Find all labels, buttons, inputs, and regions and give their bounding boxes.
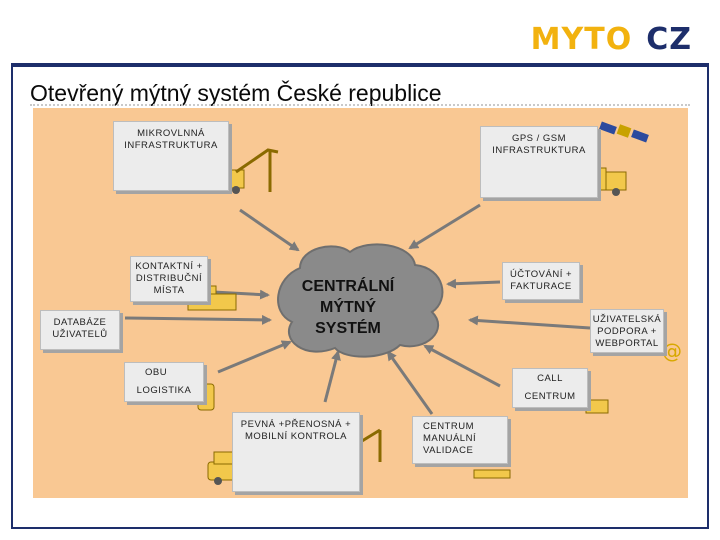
- node-billing-line1: ÚČTOVÁNÍ +: [509, 269, 573, 280]
- node-contact-line3: MÍSTA: [153, 285, 185, 296]
- arrow-control: [323, 350, 341, 403]
- node-contact-line2: DISTRIBUČNÍ: [135, 273, 203, 284]
- node-call-line2: CENTRUM: [524, 391, 576, 402]
- node-call: CALL CENTRUM: [512, 368, 588, 408]
- node-microwave-line1: MIKROVLNNÁ: [137, 128, 205, 139]
- arrow-manual: [386, 350, 434, 415]
- node-gps-line1: GPS / GSM: [511, 133, 567, 144]
- node-contact-line1: KONTAKTNÍ +: [135, 261, 203, 272]
- at-icon: @: [662, 339, 682, 363]
- node-manual-line2: MANUÁLNÍ: [423, 433, 477, 444]
- node-billing: ÚČTOVÁNÍ + FAKTURACE: [502, 262, 580, 300]
- arrow-contact: [212, 289, 270, 300]
- satellite-icon: [599, 121, 649, 143]
- node-call-line1: CALL: [537, 373, 563, 384]
- central-line2: MÝTNÝ: [320, 299, 376, 316]
- node-manual-line3: VALIDACE: [423, 445, 474, 456]
- central-line3: SYSTÉM: [315, 320, 381, 337]
- phone-icon: [585, 399, 609, 414]
- node-control: PEVNÁ +PŘENOSNÁ + MOBILNÍ KONTROLA: [232, 412, 360, 492]
- node-obu-line2: LOGISTIKA: [136, 385, 192, 396]
- myto-cz-logo: MYTO CZ: [531, 22, 692, 57]
- arrow-billing: [446, 278, 501, 289]
- arrow-microwave: [239, 208, 300, 252]
- node-manual: CENTRUM MANUÁLNÍ VALIDACE: [412, 416, 508, 464]
- central-system-label: CENTRÁLNÍ MÝTNÝ SYSTÉM: [278, 276, 418, 339]
- node-support-line3: WEBPORTAL: [595, 338, 659, 349]
- title-divider: [30, 104, 690, 106]
- header-band: [11, 11, 709, 67]
- logo-myto: MYTO: [530, 22, 633, 57]
- node-database-line2: UŽIVATELŮ: [52, 329, 108, 340]
- page-title: Otevřený mýtný systém České republice: [30, 80, 442, 106]
- node-contact: KONTAKTNÍ + DISTRIBUČNÍ MÍSTA: [130, 256, 208, 302]
- node-manual-line1: CENTRUM: [423, 421, 474, 432]
- logo-cz: CZ: [646, 22, 692, 57]
- node-database-line1: DATABÁZE: [53, 317, 107, 328]
- node-gps-line2: INFRASTRUKTURA: [492, 145, 586, 156]
- node-support-line2: PODPORA +: [597, 326, 657, 337]
- node-support-line1: UŽIVATELSKÁ: [592, 314, 662, 325]
- node-obu: OBU LOGISTIKA: [124, 362, 204, 402]
- arrow-gps: [408, 203, 481, 250]
- central-line1: CENTRÁLNÍ: [301, 278, 395, 295]
- arrow-call: [423, 344, 501, 388]
- gantry-icon-microwave: [235, 148, 279, 192]
- node-control-line2: MOBILNÍ KONTROLA: [245, 431, 347, 442]
- central-cloud: [277, 243, 444, 358]
- arrow-database: [124, 314, 272, 325]
- node-gps: GPS / GSM INFRASTRUKTURA: [480, 126, 598, 198]
- arrow-support: [468, 315, 591, 330]
- arrow-obu: [217, 340, 292, 374]
- node-obu-line1: OBU: [145, 367, 168, 378]
- node-billing-line2: FAKTURACE: [510, 281, 572, 292]
- node-database: DATABÁZE UŽIVATELŮ: [40, 310, 120, 350]
- node-microwave: MIKROVLNNÁ INFRASTRUKTURA: [113, 121, 229, 191]
- node-control-line1: PEVNÁ +PŘENOSNÁ +: [240, 419, 352, 430]
- node-support: UŽIVATELSKÁ PODPORA + WEBPORTAL: [590, 309, 664, 353]
- node-microwave-line2: INFRASTRUKTURA: [124, 140, 218, 151]
